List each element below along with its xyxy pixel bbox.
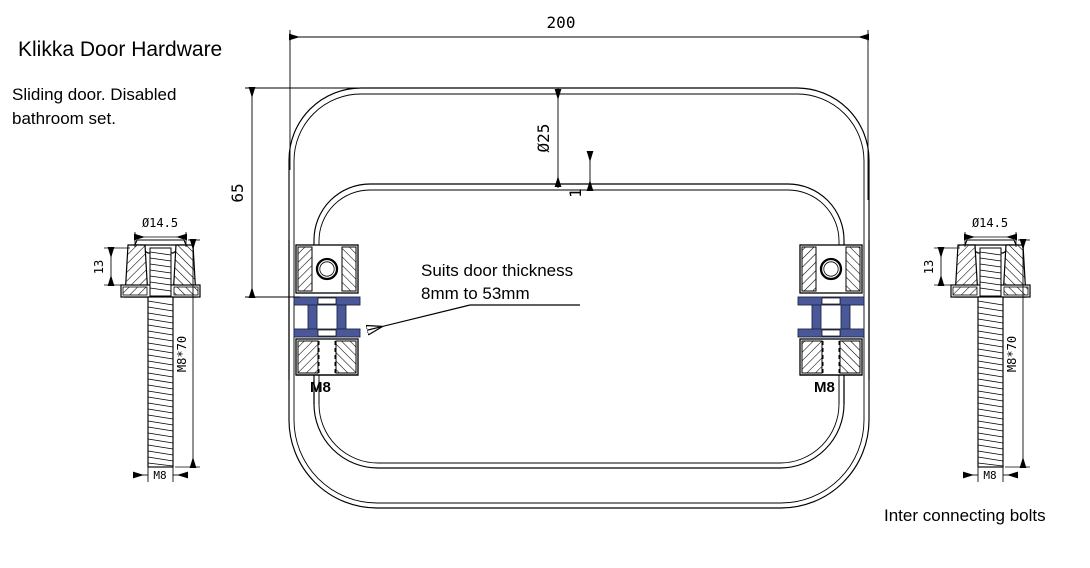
dimension-label-bolt-head-height: 13 — [922, 260, 936, 274]
dimension-label-bolt-length: M8*70 — [1005, 336, 1019, 372]
right-mounting-block: M8 — [797, 244, 865, 396]
dimension-overall-height — [245, 87, 360, 298]
dimension-bolt-head-height — [934, 247, 960, 286]
thread-lines-upper — [149, 251, 172, 292]
dimension-thread-size — [133, 467, 188, 482]
dimension-label-bolt-head-dia: Ø14.5 — [972, 216, 1008, 230]
dimension-label-bolt-length: M8*70 — [175, 336, 189, 372]
handle-inner-wall-line — [318, 189, 840, 464]
dimension-bolt-head-height — [104, 247, 130, 286]
handle-outer-profile — [288, 87, 870, 509]
left-bolt-detail: Ø14.5 13 M8*70 M8 — [92, 216, 201, 482]
thread-lines-shank — [147, 300, 174, 467]
dimension-label-bolt-head-dia: Ø14.5 — [142, 216, 178, 230]
dimension-thread-size — [963, 467, 1018, 482]
dimension-bolt-length — [1005, 239, 1030, 468]
dimension-bolt-head-dia — [964, 232, 1017, 247]
dimension-bolt-head-dia — [134, 232, 187, 247]
subtitle-line-1: Sliding door. Disabled — [12, 85, 176, 104]
left-mounting-block: M8 — [293, 244, 361, 396]
bolts-caption: Inter connecting bolts — [884, 506, 1046, 525]
page-title: Klikka Door Hardware — [18, 38, 222, 61]
spacer-right — [840, 304, 851, 330]
thread-lines-upper — [979, 251, 1002, 292]
dimension-label-bolt-head-height: 13 — [92, 260, 106, 274]
door-thickness-note-line1: Suits door thickness — [421, 261, 573, 280]
handle-outer-wall-line — [293, 93, 865, 504]
dimension-label-200: 200 — [547, 13, 576, 32]
subtitle-line-2: bathroom set. — [12, 109, 116, 128]
handle-assembly — [288, 87, 870, 509]
arrow-icon — [368, 304, 471, 330]
dimension-overall-width — [289, 30, 869, 200]
right-bolt-detail: Ø14.5 13 M8*70 M8 — [922, 216, 1031, 482]
right-block-mark: M8 — [814, 379, 835, 396]
spacer-left — [307, 304, 318, 330]
handle-inner-profile — [313, 183, 845, 469]
spacer-left — [811, 304, 822, 330]
dimension-label-thread-size: M8 — [983, 469, 996, 482]
door-thickness-leader — [368, 304, 580, 330]
spacer-right — [336, 304, 347, 330]
door-thickness-note-line2: 8mm to 53mm — [421, 284, 530, 303]
dimension-label-thread-size: M8 — [153, 469, 166, 482]
dimension-label-wall: 1 — [566, 188, 585, 198]
thread-lines-shank — [977, 300, 1004, 467]
left-block-mark: M8 — [310, 379, 331, 396]
dimension-label-d25: Ø25 — [534, 124, 553, 153]
dimension-label-65: 65 — [228, 183, 247, 202]
dimension-bolt-length — [175, 239, 200, 468]
